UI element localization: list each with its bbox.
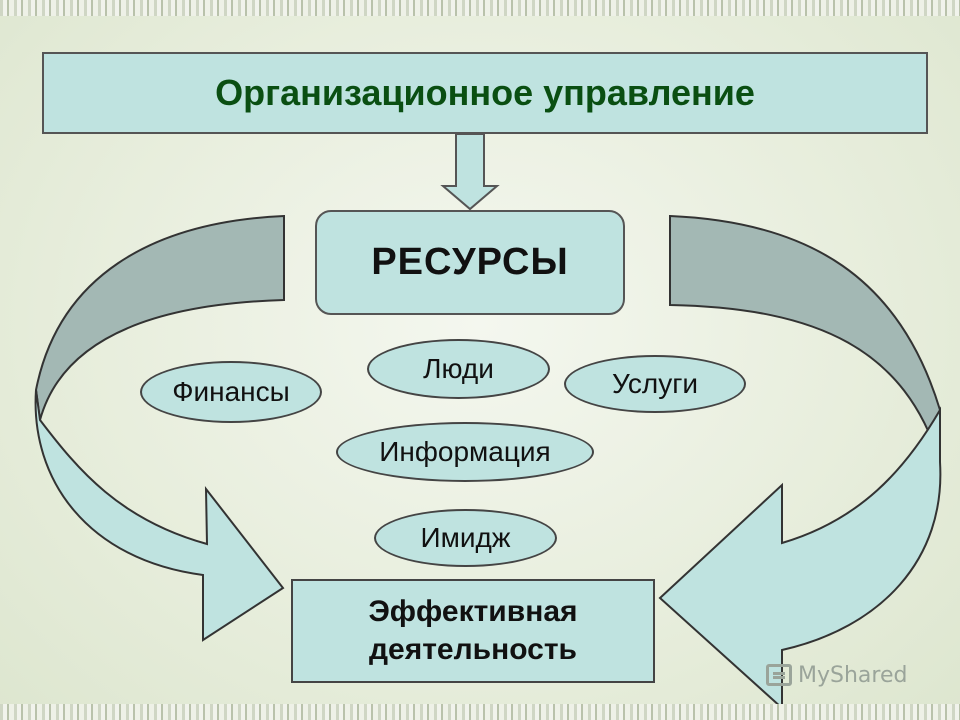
resource-people: Люди [367,339,550,399]
resource-image: Имидж [374,509,557,567]
resource-services: Услуги [564,355,746,413]
decorative-top-stripe [0,0,960,16]
result-box: Эффективная деятельность [291,579,655,683]
result-line-2: деятельность [369,633,577,666]
watermark: MyShared [766,660,936,690]
resources-label: РЕСУРСЫ [371,241,569,283]
resource-finance: Финансы [140,361,322,423]
diagram-title: Организационное управление [215,72,755,113]
down-arrow [440,133,500,211]
title-box: Организационное управление [42,52,928,134]
watermark-text: MyShared [798,662,908,688]
right-curved-arrow-top [669,214,941,463]
left-curved-arrow-bottom [34,389,285,642]
decorative-bottom-stripe [0,704,960,720]
resources-box: РЕСУРСЫ [315,210,625,315]
resource-information: Информация [336,422,594,482]
presentation-icon [766,664,792,686]
result-line-1: Эффективная [368,595,578,628]
result-label: Эффективная деятельность [368,593,577,669]
